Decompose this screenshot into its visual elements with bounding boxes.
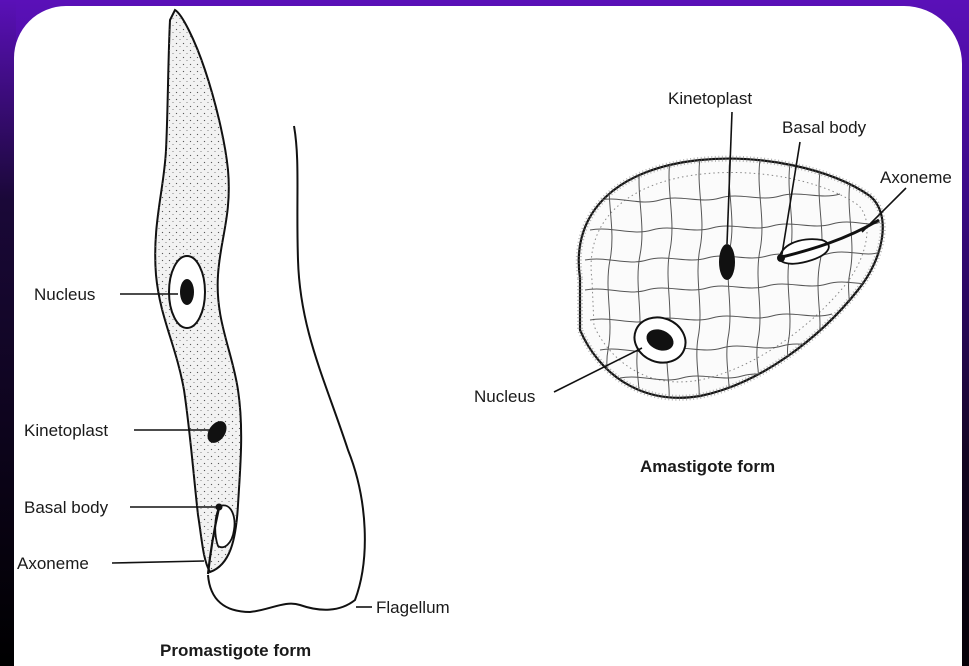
amastigote-cell: Kinetoplast Basal body Axoneme Nucleus A…	[474, 89, 952, 476]
label-basal-body: Basal body	[24, 498, 109, 517]
label-kinetoplast: Kinetoplast	[24, 421, 108, 440]
label-axoneme: Axoneme	[17, 554, 89, 573]
amastigote-kinetoplast	[719, 244, 735, 280]
leader-axoneme	[112, 561, 204, 563]
caption-amastigote: Amastigote form	[640, 457, 775, 476]
caption-promastigote: Promastigote form	[160, 641, 311, 660]
promastigote-nucleolus	[180, 279, 194, 305]
label-nucleus: Nucleus	[34, 285, 95, 304]
label-ama-axoneme: Axoneme	[880, 168, 952, 187]
label-ama-kinetoplast: Kinetoplast	[668, 89, 752, 108]
promastigote-cell: Nucleus Kinetoplast Basal body Axoneme F…	[17, 10, 450, 660]
label-ama-basal-body: Basal body	[782, 118, 867, 137]
label-ama-nucleus: Nucleus	[474, 387, 535, 406]
label-flagellum: Flagellum	[376, 598, 450, 617]
